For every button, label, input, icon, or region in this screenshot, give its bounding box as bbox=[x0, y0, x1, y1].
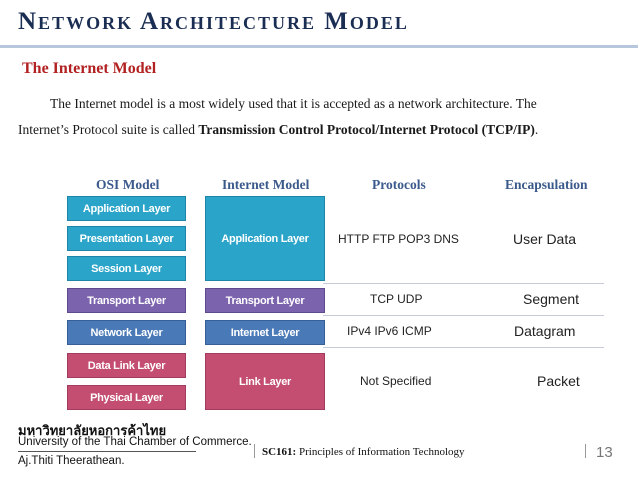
column-header-protocols: Protocols bbox=[372, 177, 426, 192]
course-code: SC161: bbox=[262, 446, 297, 458]
encapsulation-transport: Segment bbox=[523, 291, 580, 307]
course-info: SC161: Principles of Information Technol… bbox=[262, 446, 465, 458]
section-subtitle: The Internet Model bbox=[22, 60, 157, 77]
paragraph-suffix: . bbox=[534, 122, 539, 137]
protocols-internet: IPv4 IPv6 ICMP bbox=[347, 324, 432, 338]
page-number: 13 bbox=[596, 444, 613, 461]
protocols-application: HTTP FTP POP3 DNS bbox=[338, 232, 459, 246]
internet-link-layer: Link Layer bbox=[205, 353, 325, 410]
internet-application-layer: Application Layer bbox=[205, 196, 325, 281]
encapsulation-internet: Datagram bbox=[514, 323, 576, 339]
footer-separator bbox=[585, 444, 586, 458]
footer-divider bbox=[18, 451, 196, 452]
footer-separator bbox=[254, 444, 255, 458]
internet-internet-layer: Internet Layer bbox=[205, 320, 325, 345]
paragraph-prefix: Internet’s Protocol suite is called bbox=[18, 122, 199, 137]
row-divider bbox=[323, 315, 604, 316]
course-name: Principles of Information Technology bbox=[296, 446, 465, 458]
intro-paragraph-line1: The Internet model is a most widely used… bbox=[50, 96, 537, 111]
title-divider bbox=[0, 45, 638, 48]
osi-data-link-layer: Data Link Layer bbox=[67, 353, 186, 378]
row-divider bbox=[323, 347, 604, 348]
protocols-link: Not Specified bbox=[360, 374, 432, 388]
osi-transport-layer: Transport Layer bbox=[67, 288, 186, 313]
protocols-transport: TCP UDP bbox=[370, 292, 423, 306]
tcp-ip-term: Transmission Control Protocol/Internet P… bbox=[198, 122, 535, 137]
encapsulation-application: User Data bbox=[513, 231, 577, 247]
university-name-english: University of the Thai Chamber of Commer… bbox=[18, 436, 252, 448]
encapsulation-link: Packet bbox=[537, 373, 580, 389]
column-header-osi: OSI Model bbox=[96, 177, 160, 192]
osi-network-layer: Network Layer bbox=[67, 320, 186, 345]
author-name: Aj.Thiti Theerathean. bbox=[18, 455, 125, 467]
column-header-encapsulation: Encapsulation bbox=[505, 177, 588, 192]
row-divider bbox=[323, 283, 604, 284]
university-name-thai: มหาวิทยาลัยหอการค้าไทย bbox=[18, 424, 167, 439]
osi-application-layer: Application Layer bbox=[67, 196, 186, 221]
column-header-internet: Internet Model bbox=[222, 177, 310, 192]
intro-paragraph-line2: Internet’s Protocol suite is called Tran… bbox=[18, 122, 538, 138]
internet-transport-layer: Transport Layer bbox=[205, 288, 325, 313]
osi-presentation-layer: Presentation Layer bbox=[67, 226, 186, 251]
osi-physical-layer: Physical Layer bbox=[67, 385, 186, 410]
osi-session-layer: Session Layer bbox=[67, 256, 186, 281]
slide-title: Network Architecture Model bbox=[18, 8, 409, 35]
